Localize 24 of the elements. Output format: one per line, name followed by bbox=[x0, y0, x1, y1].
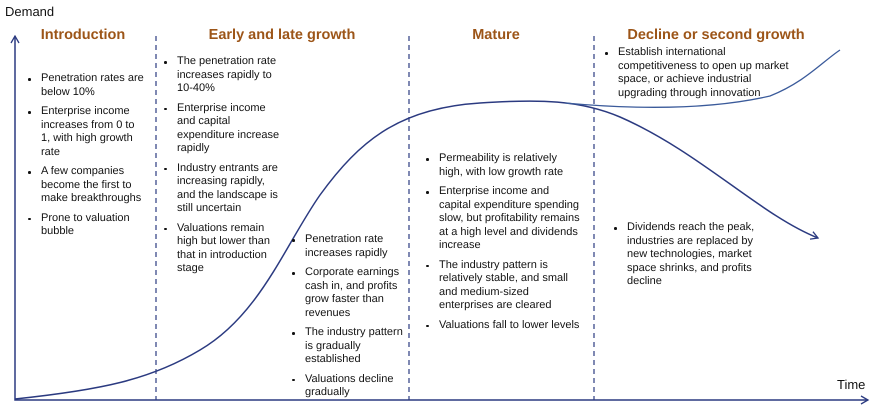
bullet-point: The penetration rate increases rapidly to 10-40% bbox=[164, 55, 284, 96]
bullet-point: Valuations fall to lower levels bbox=[426, 318, 581, 332]
axis-label: Demand bbox=[5, 4, 54, 19]
stage-heading: Early and late growth bbox=[208, 27, 356, 43]
bullet-point: Enterprise income and capital expenditure spending slow, but profitability remains at a high level and dividends increase bbox=[426, 185, 581, 252]
bullet-point: A few companies become the first to make breakthroughs bbox=[28, 165, 146, 206]
axis-label: Time bbox=[837, 377, 866, 392]
bullet-point: Establish international competitiveness to open up market space, or achieve industrial upgrading through innovation bbox=[605, 46, 797, 100]
bullet-point: Corporate earnings cash in, and profits grow faster than revenues bbox=[292, 266, 407, 320]
bullet-point: Industry entrants are increasing rapidly, and the landscape is still uncertain bbox=[164, 162, 284, 216]
bullet-point: Enterprise income increases from 0 to 1, with high growth rate bbox=[28, 105, 146, 159]
stage-heading: Mature bbox=[472, 27, 520, 43]
bullet-point: Penetration rates are below 10% bbox=[28, 72, 146, 99]
stage-heading: Introduction bbox=[40, 27, 126, 43]
bullet-point: Valuations remain high but lower than that in introduction stage bbox=[164, 222, 284, 276]
bullet-point: Prone to valuation bubble bbox=[28, 212, 146, 238]
bullet-point: The industry pattern is relatively stable, and small and medium-sized enterprises are cleared bbox=[426, 258, 581, 312]
bullet-point: The industry pattern is gradually established bbox=[292, 326, 407, 366]
stage-heading: Decline or second growth bbox=[627, 27, 805, 43]
bullet-point: Valuations decline gradually bbox=[292, 372, 407, 400]
bullet-point: Enterprise income and capital expenditure increase rapidly bbox=[164, 102, 284, 156]
bullet-point: Permeability is relatively high, with low growth rate bbox=[426, 152, 581, 179]
bullet-point: Dividends reach the peak, industries are replaced by new technologies, market space shrinks, and profits decline bbox=[614, 221, 764, 288]
bullet-point: Penetration rate increases rapidly bbox=[292, 233, 407, 260]
